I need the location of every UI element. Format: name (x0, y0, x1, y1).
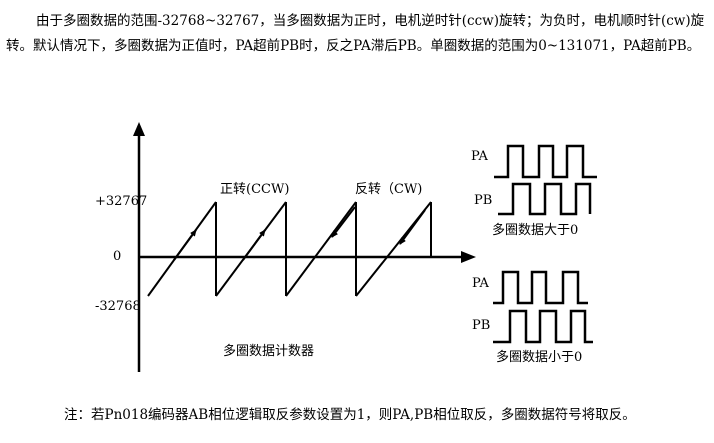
ccw-arrow-2 (242, 229, 266, 261)
cw-sawtooth (285, 201, 432, 297)
pb-wave-negative (493, 309, 593, 344)
y-zero-label: 0 (113, 249, 122, 264)
caption-positive: 多圈数据大于0 (492, 223, 579, 238)
y-min-label: -32768 (95, 299, 141, 314)
intro-paragraph: 由于多圈数据的范围-32768~32767，当多圈数据为正时，电机逆时针(ccw… (6, 13, 705, 54)
x-axis-arrowhead (461, 251, 476, 263)
counter-caption: 多圈数据计数器 (223, 344, 315, 359)
y-axis-arrowhead (133, 122, 145, 136)
pb-label-top: PB (474, 193, 493, 208)
ccw-sawtooth (147, 201, 287, 297)
cw-arrow-2 (399, 209, 426, 245)
pa-label-top: PA (471, 149, 488, 164)
pa-label-bottom: PA (472, 276, 489, 291)
pa-wave-positive (494, 144, 597, 179)
caption-negative: 多圈数据小于0 (496, 350, 583, 365)
pb-label-bottom: PB (472, 318, 491, 333)
cw-arrow-1 (331, 206, 356, 238)
pa-wave-negative (493, 270, 588, 305)
cw-label: 反转（CW) (355, 182, 423, 197)
ccw-label: 正转(CCW) (220, 182, 290, 197)
pb-wave-positive (498, 182, 592, 216)
footnote: 注：若Pn018编码器AB相位逻辑取反参数设置为1，则PA,PB相位取反，多圈数… (64, 407, 636, 423)
ccw-arrow-1 (173, 229, 197, 261)
y-max-label: +32767 (95, 194, 148, 209)
